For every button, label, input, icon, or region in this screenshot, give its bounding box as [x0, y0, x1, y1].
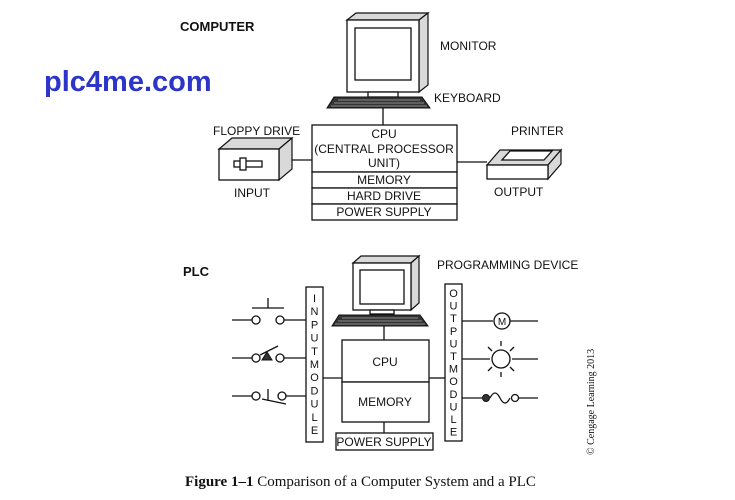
- floppy-drive-icon: [217, 136, 294, 182]
- programming-device-icon: [331, 254, 429, 327]
- plc.input_module_letters-letter: D: [311, 385, 319, 397]
- plc-header: PLC: [183, 264, 210, 279]
- figure-number: Figure 1–1: [185, 474, 253, 490]
- plc-memory-label: MEMORY: [358, 395, 412, 409]
- plc-cpu-label: CPU: [372, 355, 397, 369]
- watermark: plc4me.com: [44, 66, 212, 98]
- cpu-label-line2: (CENTRAL PROCESSOR: [314, 142, 454, 156]
- keyboard-icon: [326, 96, 431, 109]
- figure-title: Comparison of a Computer System and a PL…: [253, 474, 535, 490]
- cpu-label-line3: UNIT): [368, 156, 400, 170]
- programming-device-label: PROGRAMMING DEVICE: [437, 258, 578, 272]
- input-module: [305, 286, 324, 443]
- selector-switch-input-icon: [232, 345, 306, 363]
- output-label: OUTPUT: [494, 185, 544, 199]
- lamp-output-icon: [462, 341, 538, 377]
- figure-caption: Figure 1–1 Comparison of a Computer Syst…: [185, 474, 536, 490]
- plc.output_module_letters-letter: M: [449, 364, 458, 376]
- monitor-label: MONITOR: [440, 39, 497, 53]
- keyboard-label: KEYBOARD: [434, 91, 501, 105]
- hard-drive-label: HARD DRIVE: [347, 189, 421, 203]
- plc-processor-stack: [335, 339, 434, 451]
- printer-icon: [485, 148, 563, 181]
- plc.output_module_letters-letter: O: [449, 288, 458, 300]
- plc.output_module_letters-letter: T: [450, 351, 457, 363]
- pushbutton-input-icon: [232, 298, 306, 325]
- plc-power-supply-label: POWER SUPPLY: [336, 435, 431, 449]
- motor-output-icon: M: [462, 312, 538, 330]
- plc.output_module_letters-letter: E: [450, 427, 457, 439]
- plc.input_module_letters-letter: L: [311, 412, 317, 424]
- plc.output_module_letters-letter: D: [450, 389, 458, 401]
- copyright-credit: © Cengage Learning 2013: [586, 349, 597, 455]
- memory-label: MEMORY: [357, 173, 411, 187]
- plc.output_module_letters-letter: U: [450, 401, 458, 413]
- monitor-icon: [345, 11, 430, 98]
- floppy-drive-label: FLOPPY DRIVE: [213, 124, 300, 138]
- plc.input_module_letters-letter: U: [311, 399, 319, 411]
- plc.output_module_letters-letter: O: [449, 376, 458, 388]
- computer-cpu-stack: [311, 124, 458, 221]
- plc.input_module_letters-letter: P: [311, 319, 318, 331]
- limit-switch-input-icon: [232, 389, 306, 405]
- plc.input_module_letters-letter: T: [311, 346, 318, 358]
- plc.output_module_letters-letter: P: [450, 326, 457, 338]
- plc.input_module_letters-letter: E: [311, 425, 318, 437]
- plc.output_module_letters-letter: U: [450, 338, 458, 350]
- plc.input_module_letters-letter: N: [311, 306, 319, 318]
- plc.input_module_letters-letter: U: [311, 333, 319, 345]
- motor-symbol: M: [498, 317, 506, 328]
- cpu-label: CPU: [371, 127, 396, 141]
- plc.output_module_letters-letter: T: [450, 313, 457, 325]
- plc.output_module_letters-letter: L: [450, 414, 456, 426]
- plc.output_module_letters-letter: U: [450, 301, 458, 313]
- plc.input_module_letters-letter: M: [310, 359, 319, 371]
- plc.input_module_letters-letter: I: [313, 293, 316, 305]
- output-module: [444, 283, 463, 442]
- computer-header: COMPUTER: [180, 19, 255, 34]
- solenoid-output-icon: [462, 392, 538, 404]
- power-supply-label: POWER SUPPLY: [336, 205, 431, 219]
- printer-label: PRINTER: [511, 124, 564, 138]
- plc.input_module_letters-letter: O: [310, 372, 319, 384]
- input-label: INPUT: [234, 186, 271, 200]
